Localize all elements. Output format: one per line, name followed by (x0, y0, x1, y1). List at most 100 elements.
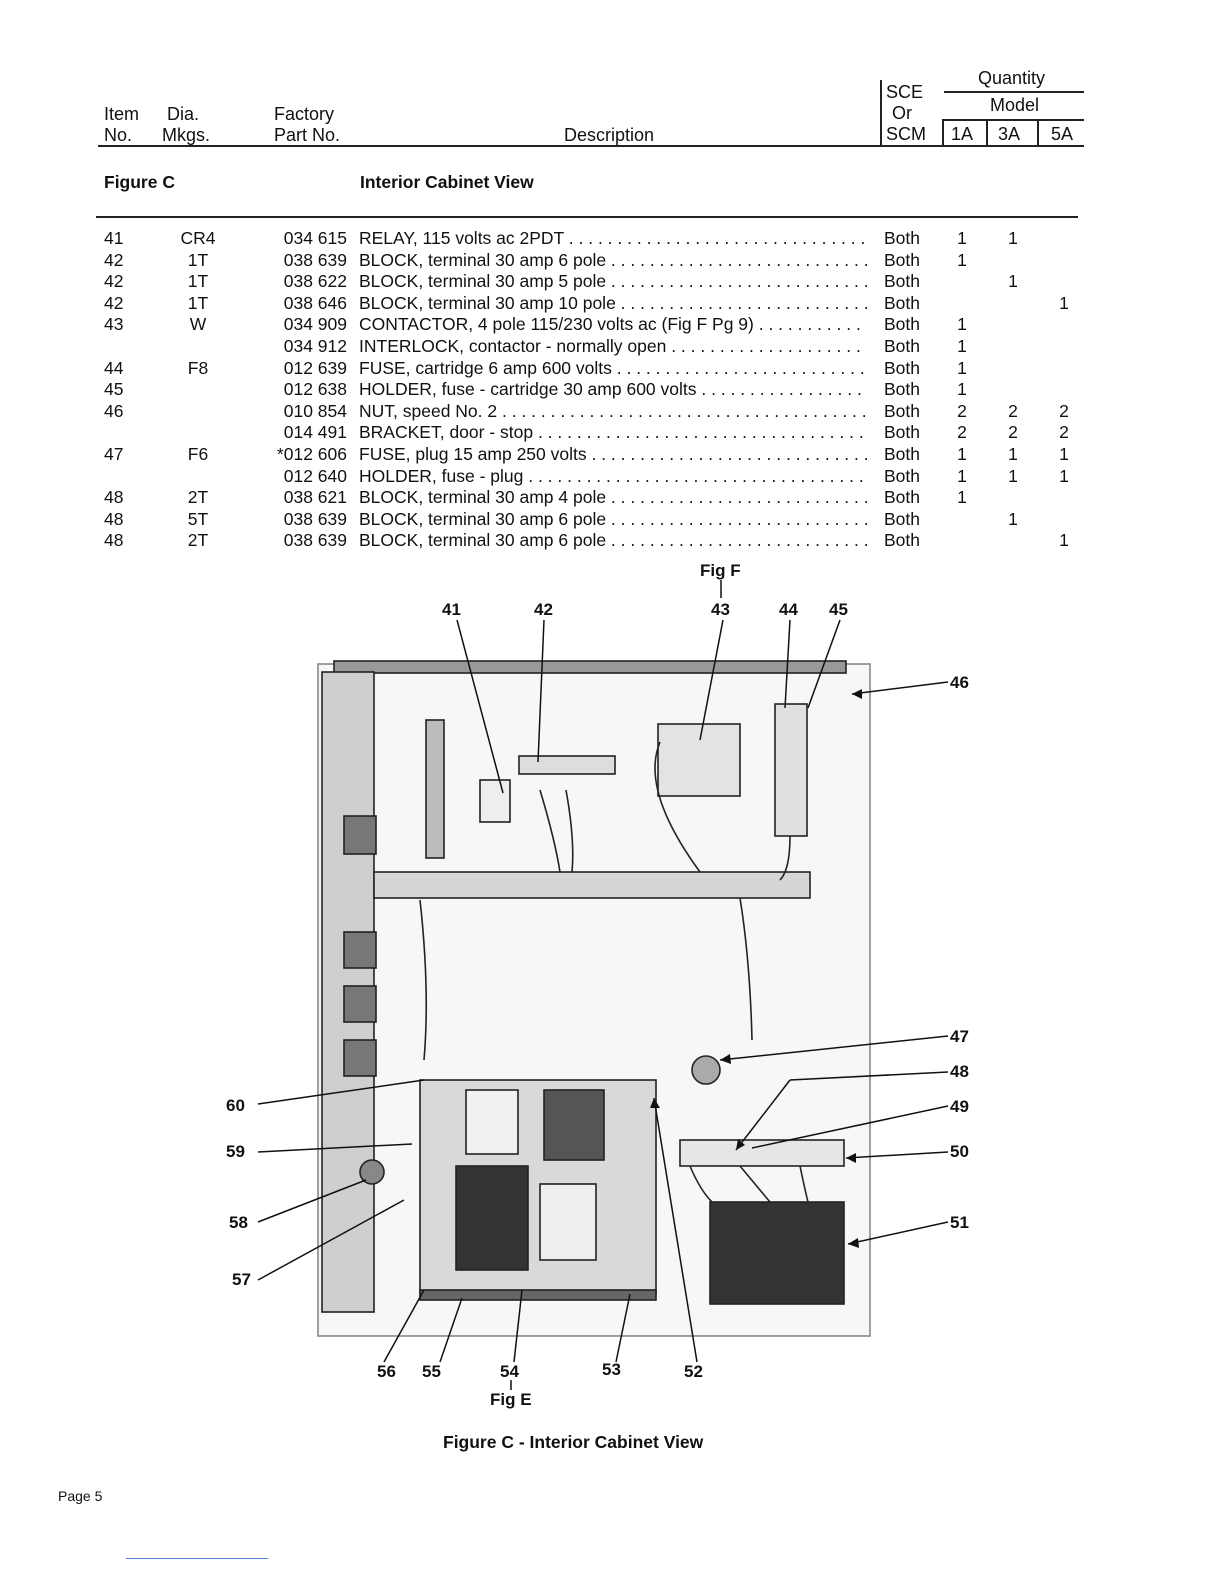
callout-58: 58 (229, 1213, 248, 1232)
transformer-51 (709, 1201, 845, 1305)
callout-49: 49 (950, 1097, 969, 1116)
section-rule (96, 216, 1078, 218)
left-device-58 (359, 1159, 385, 1185)
item-no-header: Item No. (104, 104, 139, 146)
part-number: 034 615 (283, 228, 347, 248)
sce-scm: Both (884, 292, 920, 313)
sce-scm: Both (884, 422, 920, 443)
description: BLOCK, terminal 30 amp 4 pole . . . . . … (359, 487, 867, 508)
callout-46: 46 (950, 673, 969, 692)
sce-scm: Both (884, 228, 920, 248)
leader-lines (257, 580, 949, 1390)
figure-caption: Figure C - Interior Cabinet View (443, 1432, 704, 1452)
description: HOLDER, fuse - cartridge 30 amp 600 volt… (359, 379, 867, 400)
relay-41 (479, 779, 511, 823)
item-no: 42 (104, 271, 124, 292)
terminal-block-42 (518, 755, 616, 775)
middle-shelf (373, 871, 811, 899)
header-rule (98, 145, 1084, 147)
qty-3a: 1 (1008, 271, 1018, 292)
part-number: 038 621 (283, 487, 347, 508)
sce-scm: Both (884, 271, 920, 292)
model-1a-header: 1A (951, 124, 974, 144)
callout-47: 47 (950, 1027, 969, 1046)
left-device-2 (343, 931, 377, 969)
item-no: 43 (104, 314, 124, 335)
quantity-header: Quantity (978, 68, 1046, 88)
item-no: 45 (104, 379, 124, 400)
item-no: 48 (104, 508, 124, 529)
dia-mkg: F6 (187, 444, 209, 464)
description: FUSE, plug 15 amp 250 volts . . . . . . … (359, 444, 867, 464)
dia-mkg: 2T (187, 487, 209, 508)
quantity-underline (944, 91, 1084, 93)
callout-44: 44 (779, 600, 798, 619)
callout-59: 59 (226, 1142, 245, 1161)
model-3a-header: 3A (998, 124, 1021, 144)
factory-part-header: Factory Part No. (274, 104, 340, 146)
callout-55: 55 (422, 1362, 441, 1381)
header-line: Factory (274, 104, 335, 124)
fuse-holder-45 (774, 703, 808, 837)
contactor-43 (657, 723, 741, 797)
dia-mkg: 1T (187, 292, 209, 313)
qty-3a: 2 (1008, 422, 1018, 443)
vertical-duct (425, 719, 445, 859)
part-number: 014 491 (283, 422, 347, 443)
chassis-relay (465, 1089, 519, 1155)
part-number: 038 646 (283, 292, 347, 313)
part-number: 012 640 (283, 465, 347, 486)
description-header: Description (564, 125, 655, 145)
qty-1a: 1 (957, 357, 967, 378)
sce-scm: Both (884, 530, 920, 551)
fig-e-reference: Fig E (490, 1390, 532, 1409)
description: RELAY, 115 volts ac 2PDT . . . . . . . .… (359, 228, 867, 248)
qty-5a: 1 (1059, 530, 1069, 551)
sce-scm: Both (884, 400, 920, 421)
left-device-3 (343, 985, 377, 1023)
model-5a-header: 5A (1051, 124, 1074, 144)
callout-51: 51 (950, 1213, 969, 1232)
terminal-strip-48-50 (679, 1139, 845, 1167)
qty-5a: 1 (1059, 444, 1069, 464)
part-number: 012 638 (283, 379, 347, 400)
left-device-1 (343, 815, 377, 855)
callout-42: 42 (534, 600, 553, 619)
qty-1a: 1 (957, 314, 967, 335)
sce-scm: Both (884, 249, 920, 270)
qty-3a: 1 (1008, 508, 1018, 529)
description: CONTACTOR, 4 pole 115/230 volts ac (Fig … (359, 314, 867, 335)
chassis-capacitor (539, 1183, 597, 1261)
part-number: 038 639 (283, 249, 347, 270)
qty-3a: 1 (1008, 444, 1018, 464)
qty-1a: 1 (957, 249, 967, 270)
footer-rule (126, 1558, 268, 1559)
sce-scm: Both (884, 487, 920, 508)
part-number: 012 639 (283, 357, 347, 378)
arrow-heads (650, 689, 862, 1248)
model-divider-1 (986, 119, 988, 146)
part-number: 038 639 (283, 530, 347, 551)
page-number: Page 5 (58, 1488, 103, 1504)
part-number: 038 622 (283, 271, 347, 292)
model-header: Model (990, 95, 1040, 115)
qty-3a: 2 (1008, 400, 1018, 421)
qty-5a: 1 (1059, 465, 1069, 486)
qty-5a: 2 (1059, 422, 1069, 443)
sce-scm: Both (884, 379, 920, 400)
qty-1a: 1 (957, 228, 967, 248)
fuse-plug-47 (691, 1055, 721, 1085)
header-line: Mkgs. (162, 125, 211, 145)
qty-1a: 1 (957, 487, 967, 508)
item-no: 47 (104, 444, 124, 464)
sce-scm: Both (884, 357, 920, 378)
